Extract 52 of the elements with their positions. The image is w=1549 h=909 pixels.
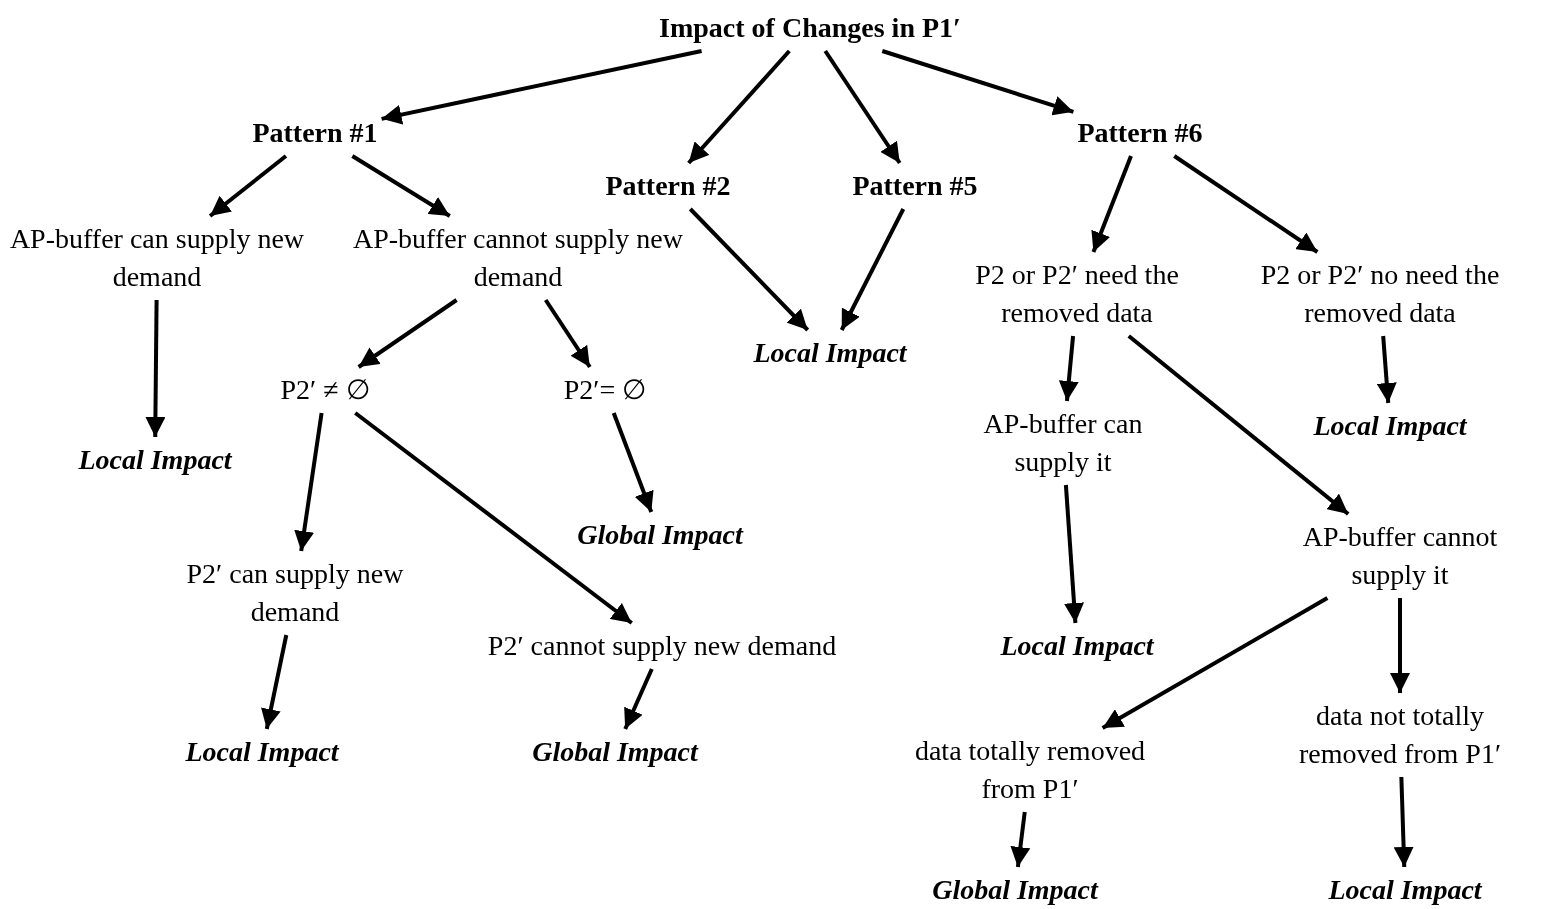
arrow [1393, 776, 1414, 868]
arrow [1063, 484, 1084, 624]
arrow [544, 298, 592, 369]
heading-label: Pattern #6 [1077, 114, 1203, 152]
heading-label: Pattern #1 [252, 114, 378, 152]
condition-text: P2′= ∅ [563, 371, 647, 409]
heading-label: Impact of Changes in P1′ [659, 9, 961, 47]
arrow [351, 154, 451, 218]
arrow [357, 298, 458, 369]
arrow [208, 154, 288, 218]
condition-text: P2 or P2′ need the removed data [947, 256, 1207, 332]
arrow [1058, 335, 1079, 402]
heading-label: Pattern #5 [852, 167, 978, 205]
condition-text: AP-buffer can supply it [963, 405, 1163, 481]
outcome-label: Local Impact [1328, 871, 1482, 909]
arrow [823, 49, 902, 165]
condition-text: AP-buffer cannot supply it [1280, 518, 1520, 594]
arrow [294, 412, 324, 552]
arrow [1376, 335, 1397, 404]
condition-text: AP-buffer cannot supply new demand [318, 220, 718, 296]
arrow [839, 208, 906, 331]
arrow [261, 634, 289, 730]
arrow [687, 49, 791, 165]
condition-text: data totally removed from P1′ [900, 732, 1160, 808]
outcome-label: Local Impact [753, 334, 907, 372]
condition-text: P2 or P2′ no need the removed data [1235, 256, 1525, 332]
arrow [1390, 598, 1410, 693]
condition-text: AP-buffer can supply new demand [7, 220, 307, 296]
arrow [1101, 596, 1329, 730]
condition-text: P2′ can supply new demand [180, 555, 410, 631]
condition-text: P2′ cannot supply new demand [487, 627, 837, 665]
outcome-label: Local Impact [78, 441, 232, 479]
arrow [381, 49, 702, 125]
heading-label: Pattern #2 [605, 167, 731, 205]
condition-text: P2′ ≠ ∅ [280, 371, 370, 409]
arrow [1091, 155, 1133, 253]
arrow [145, 299, 166, 438]
arrow [1010, 811, 1031, 868]
outcome-label: Global Impact [932, 871, 1098, 909]
arrow [623, 668, 654, 730]
condition-text: data not totally removed from P1′ [1265, 697, 1535, 773]
arrow [688, 207, 810, 332]
arrow [611, 412, 654, 513]
outcome-label: Global Impact [577, 516, 743, 554]
arrow [1173, 154, 1319, 254]
arrow [1127, 334, 1350, 516]
arrow [881, 49, 1074, 116]
arrow [354, 411, 633, 625]
outcome-label: Local Impact [1000, 627, 1154, 665]
outcome-label: Global Impact [532, 733, 698, 771]
outcome-label: Local Impact [1313, 407, 1467, 445]
outcome-label: Local Impact [185, 733, 339, 771]
